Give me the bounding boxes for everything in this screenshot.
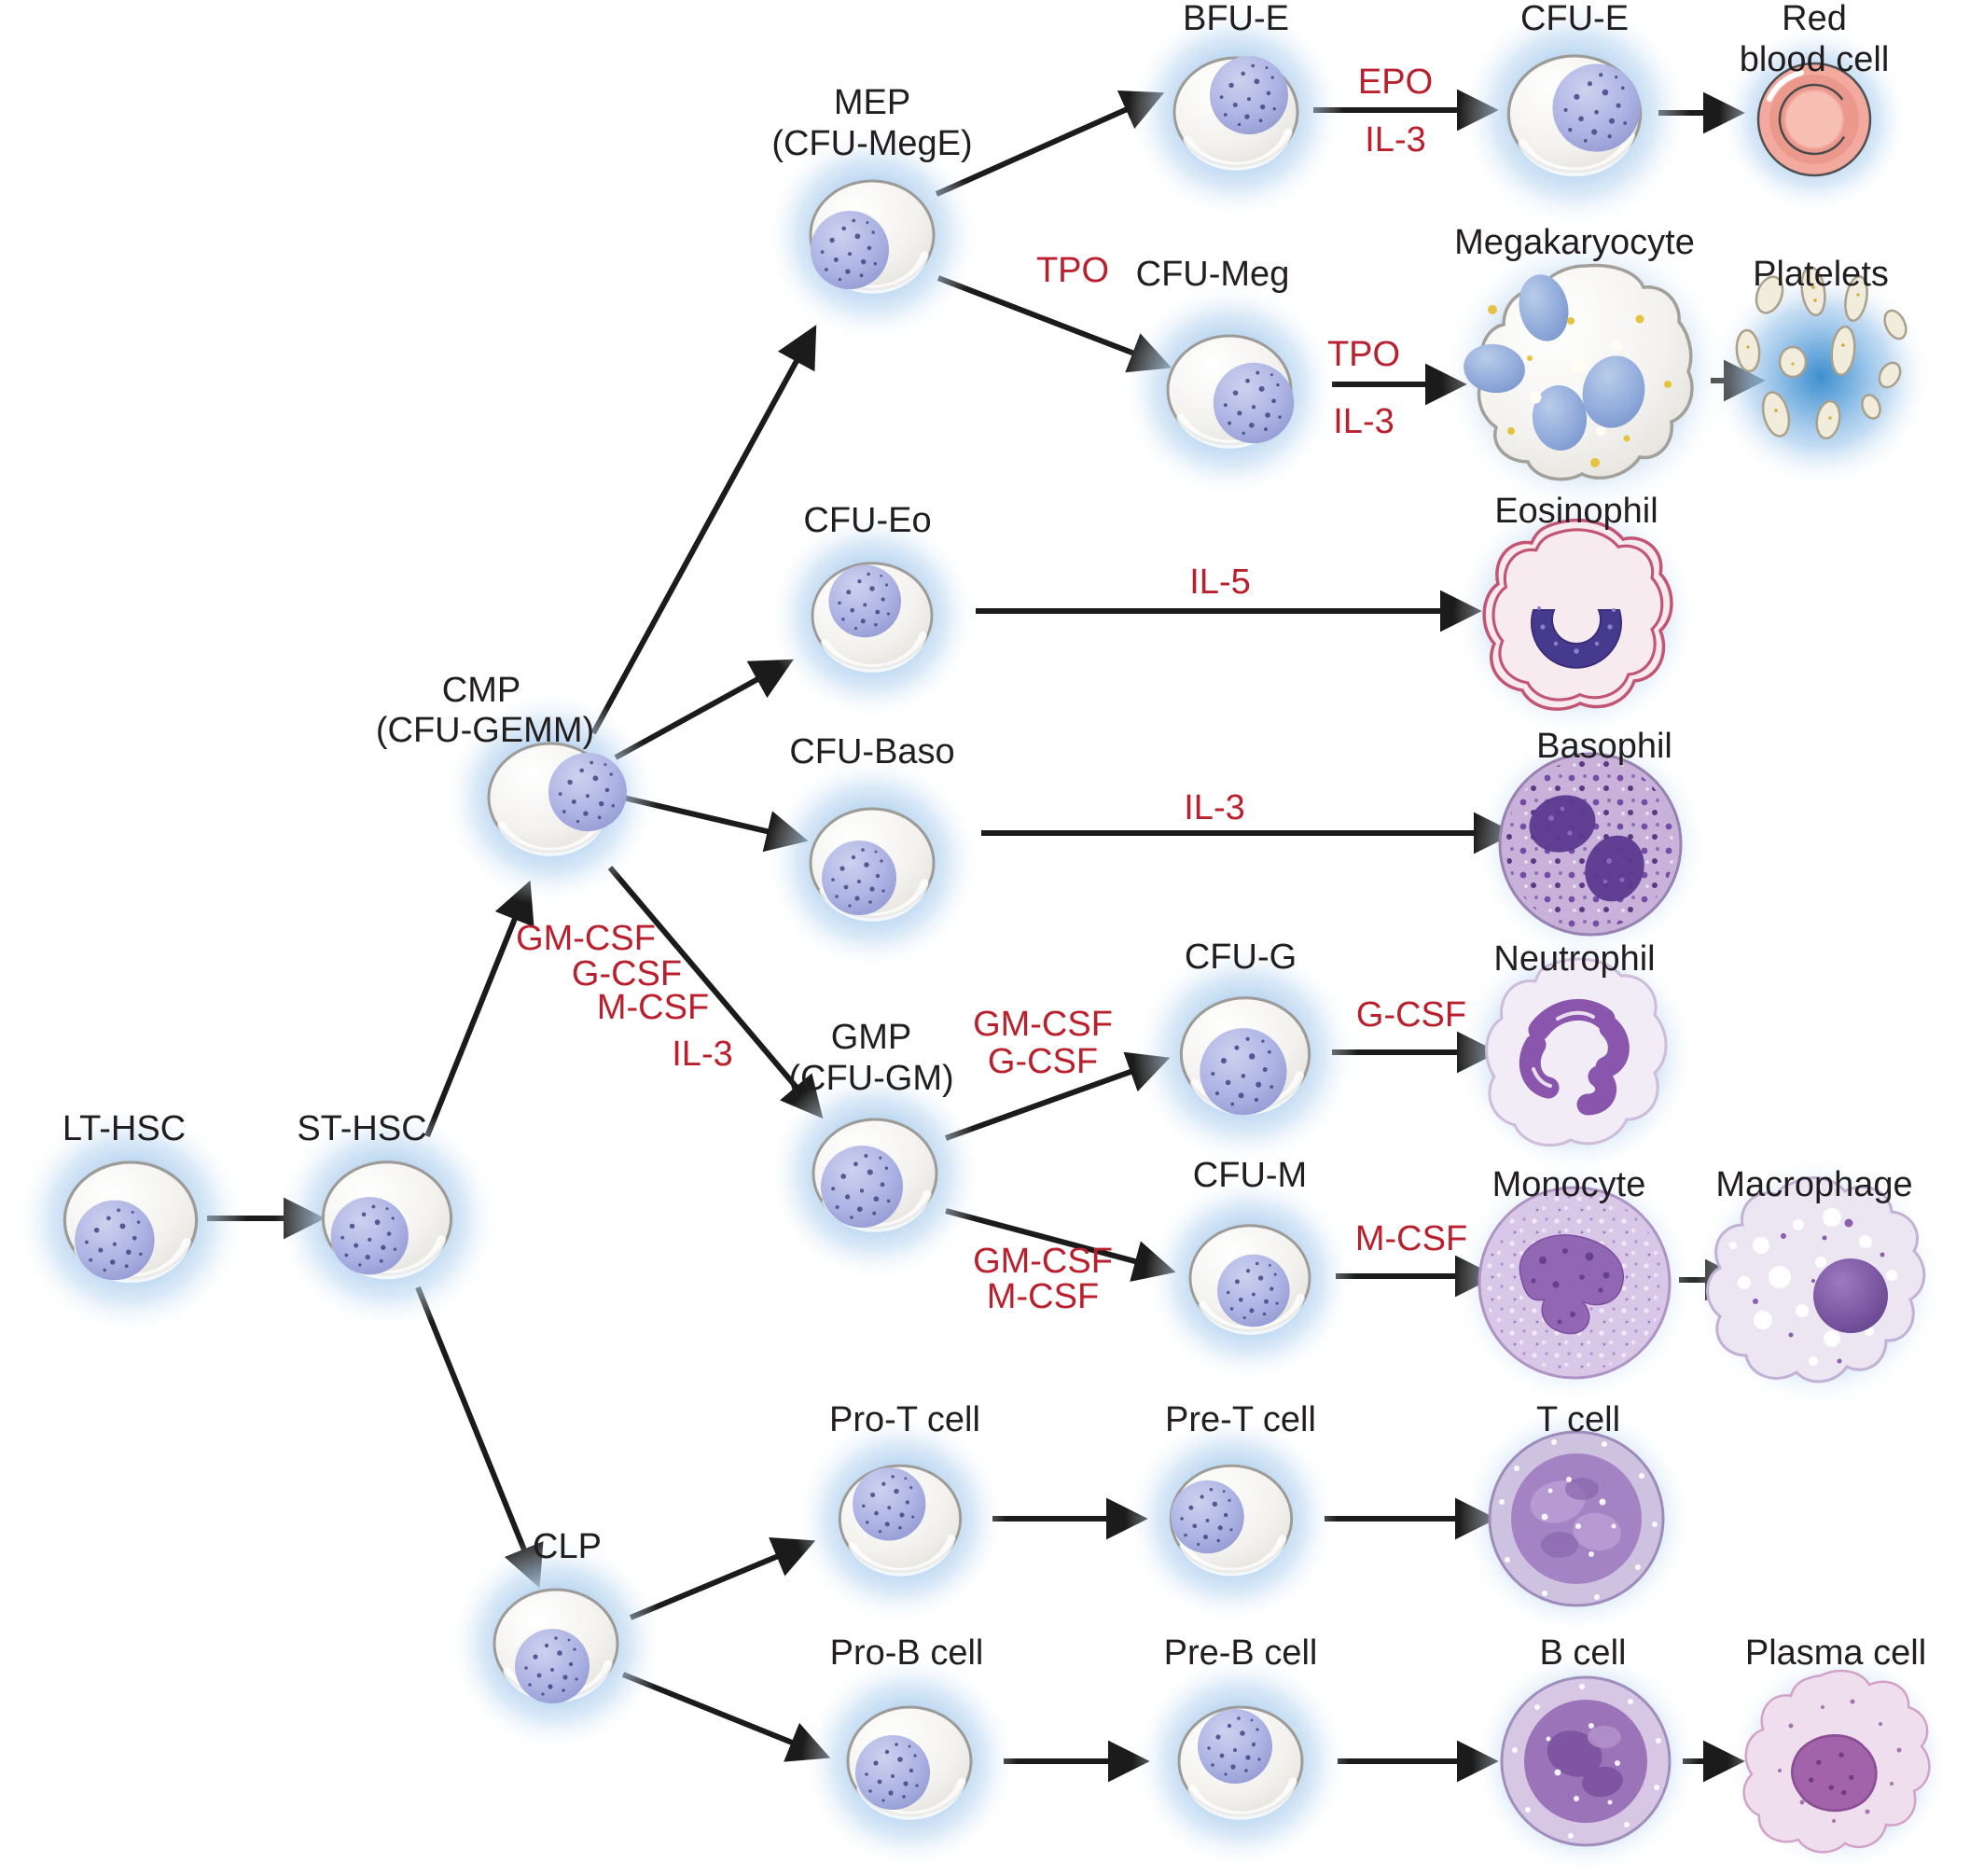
megakaryocyte-cell-icon bbox=[1441, 229, 1730, 518]
cfu-m-cell-icon bbox=[1145, 1173, 1354, 1383]
pro-b-label: Pro-B cell bbox=[830, 1633, 984, 1673]
growth-factor-labels: EPO IL-3 TPO TPO IL-3 IL-5 IL-3 GM-CSF G… bbox=[516, 63, 1467, 1316]
megakaryocyte-nuclei bbox=[1464, 274, 1645, 451]
factor-epo: EPO bbox=[1358, 63, 1433, 102]
factor-gcsf-cfug: G-CSF bbox=[988, 1042, 1098, 1081]
factor-gmcsf-cfug: GM-CSF bbox=[973, 1005, 1113, 1044]
rbc-label-line2: blood cell bbox=[1740, 40, 1890, 79]
arrow-sthsc-to-clp bbox=[415, 1285, 544, 1589]
clp-cell-icon bbox=[448, 1536, 664, 1752]
pro-t-label: Pro-T cell bbox=[829, 1400, 980, 1439]
arrow-gmp-to-cfug bbox=[944, 1051, 1171, 1141]
macrophage-label: Macrophage bbox=[1715, 1165, 1912, 1204]
gmp-label: GMP bbox=[831, 1018, 912, 1057]
cmp-label: CMP bbox=[442, 671, 520, 710]
arrow-cmp-to-cfueo bbox=[614, 659, 794, 760]
gmp-sublabel: (CFU-GM) bbox=[788, 1059, 953, 1098]
megakaryocyte-vacuoles bbox=[1529, 340, 1623, 436]
neutrophil-cell-icon bbox=[1455, 933, 1698, 1175]
plasma-cell-label: Plasma cell bbox=[1745, 1633, 1926, 1673]
factor-tpo-mep: TPO bbox=[1036, 251, 1109, 290]
plasma-cell-nucleus bbox=[1791, 1734, 1878, 1813]
factor-mcsf-cmp: M-CSF bbox=[597, 988, 709, 1027]
megakaryocyte-label: Megakaryocyte bbox=[1454, 223, 1695, 262]
platelet-granules bbox=[1746, 285, 1860, 420]
cmp-sublabel: (CFU-GEMM) bbox=[376, 711, 594, 750]
eosinophil-label: Eosinophil bbox=[1494, 492, 1658, 531]
monocyte-label: Monocyte bbox=[1492, 1165, 1646, 1204]
pro-t-cell-icon bbox=[794, 1412, 1006, 1624]
factor-gmcsf-cfum: GM-CSF bbox=[973, 1242, 1113, 1281]
basophil-nucleus-lobe bbox=[1585, 835, 1644, 902]
cfu-baso-label: CFU-Baso bbox=[789, 732, 954, 771]
t-cell-icon bbox=[1459, 1401, 1694, 1636]
cfu-eo-label: CFU-Eo bbox=[803, 501, 931, 540]
pre-b-cell-icon bbox=[1132, 1653, 1349, 1869]
t-cell-nucleus bbox=[1511, 1453, 1642, 1584]
arrow-cmp-to-mep bbox=[590, 325, 817, 735]
cfu-eo-cell-icon bbox=[767, 510, 977, 720]
eosinophil-cell-icon bbox=[1453, 493, 1699, 739]
arrow-mep-to-bfue bbox=[935, 90, 1165, 197]
platelets-label: Platelets bbox=[1753, 255, 1889, 294]
basophil-label: Basophil bbox=[1536, 727, 1672, 766]
monocyte-cell-icon bbox=[1453, 1161, 1696, 1404]
cfu-e-label: CFU-E bbox=[1520, 0, 1629, 38]
pre-t-cell-icon bbox=[1125, 1412, 1337, 1624]
arrow-clp-to-prob bbox=[621, 1672, 831, 1762]
neutrophil-label: Neutrophil bbox=[1493, 939, 1655, 979]
neutrophil-nucleus bbox=[1519, 998, 1630, 1116]
macrophage-cell-icon bbox=[1690, 1156, 1944, 1410]
cfu-meg-label: CFU-Meg bbox=[1136, 255, 1290, 294]
factor-il5: IL-5 bbox=[1189, 563, 1250, 602]
lt-hsc-label: LT-HSC bbox=[62, 1109, 186, 1148]
factor-il3-meg: IL-3 bbox=[1333, 402, 1394, 441]
st-hsc-label: ST-HSC bbox=[297, 1109, 426, 1148]
pre-b-label: Pre-B cell bbox=[1164, 1633, 1318, 1673]
bfu-e-label: BFU-E bbox=[1183, 0, 1289, 38]
pre-t-label: Pre-T cell bbox=[1165, 1400, 1316, 1439]
factor-mcsf-cfum: M-CSF bbox=[987, 1277, 1099, 1316]
macrophage-vacuoles bbox=[1729, 1208, 1897, 1366]
arrow-mep-to-cfumeg bbox=[936, 275, 1172, 373]
b-cell-icon bbox=[1472, 1647, 1699, 1875]
rbc-label-line1: Red bbox=[1782, 0, 1847, 38]
b-cell-label: B cell bbox=[1540, 1633, 1627, 1673]
basophil-cell-icon bbox=[1473, 727, 1708, 962]
cell-labels: BFU-E CFU-E Red blood cell MEP (CFU-MegE… bbox=[62, 0, 1926, 1673]
arrow-sthsc-to-cmp bbox=[424, 880, 534, 1138]
clp-label: CLP bbox=[533, 1527, 602, 1566]
factor-gcsf-cmp: G-CSF bbox=[572, 954, 682, 994]
arrow-cmp-to-gmp bbox=[607, 866, 824, 1119]
mep-sublabel: (CFU-MegE) bbox=[771, 124, 972, 163]
t-cell-label: T cell bbox=[1536, 1400, 1620, 1439]
macrophage-nucleus bbox=[1813, 1258, 1888, 1333]
factor-gcsf-neutrophil: G-CSF bbox=[1356, 995, 1466, 1035]
cfu-m-label: CFU-M bbox=[1193, 1156, 1307, 1195]
red-blood-cell-icon bbox=[1719, 24, 1909, 215]
mep-label: MEP bbox=[834, 83, 910, 122]
plasma-cell-icon bbox=[1727, 1649, 1951, 1873]
factor-il3-baso: IL-3 bbox=[1184, 788, 1244, 827]
pro-b-cell-icon bbox=[801, 1653, 1018, 1869]
cfu-meg-cell-icon bbox=[1121, 282, 1338, 498]
factor-il3-erythroid: IL-3 bbox=[1365, 120, 1425, 160]
factor-il3-cmp: IL-3 bbox=[672, 1035, 732, 1074]
factor-tpo-meg: TPO bbox=[1327, 335, 1400, 374]
megakaryocyte-granules bbox=[1488, 305, 1672, 467]
factor-mcsf-monocyte: M-CSF bbox=[1355, 1219, 1467, 1258]
platelets-icon bbox=[1709, 265, 1933, 489]
factor-gmcsf-cmp: GM-CSF bbox=[516, 919, 656, 958]
cfu-g-label: CFU-G bbox=[1185, 938, 1297, 977]
cfu-baso-cell-icon bbox=[764, 755, 980, 971]
eosinophil-granules bbox=[1491, 528, 1664, 702]
arrow-clp-to-prot bbox=[629, 1536, 816, 1620]
eosinophil-nucleus bbox=[1531, 609, 1622, 669]
basophil-granules bbox=[1505, 759, 1675, 929]
basophil-nucleus-lobe bbox=[1529, 795, 1596, 853]
arrow-gmp-to-cfum bbox=[945, 1208, 1176, 1282]
